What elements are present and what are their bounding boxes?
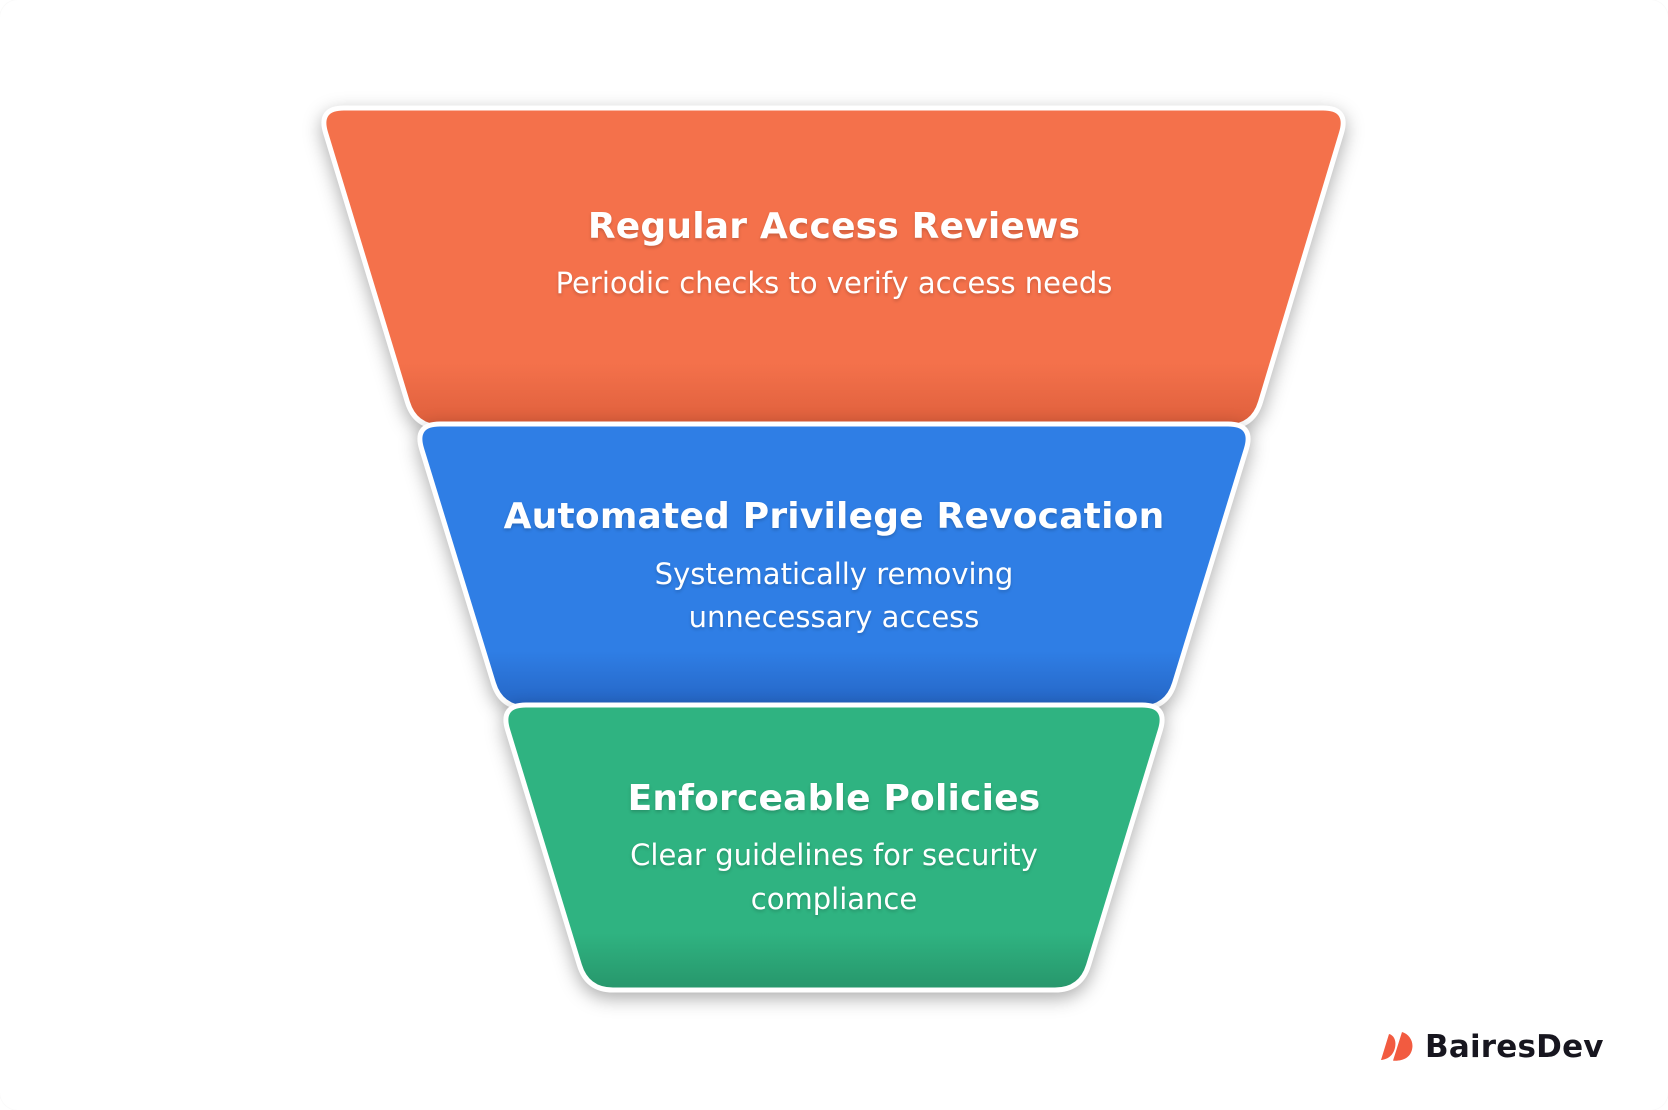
funnel-tier-automated-privilege-revocation [417, 421, 1251, 711]
brand-logo: BairesDev [1380, 1028, 1604, 1066]
funnel-tier-enforceable-policies [503, 702, 1165, 993]
funnel-tier-regular-access-reviews [321, 105, 1346, 430]
bairesdev-petals-icon [1381, 1032, 1413, 1061]
brand-name: BairesDev [1425, 1028, 1604, 1065]
